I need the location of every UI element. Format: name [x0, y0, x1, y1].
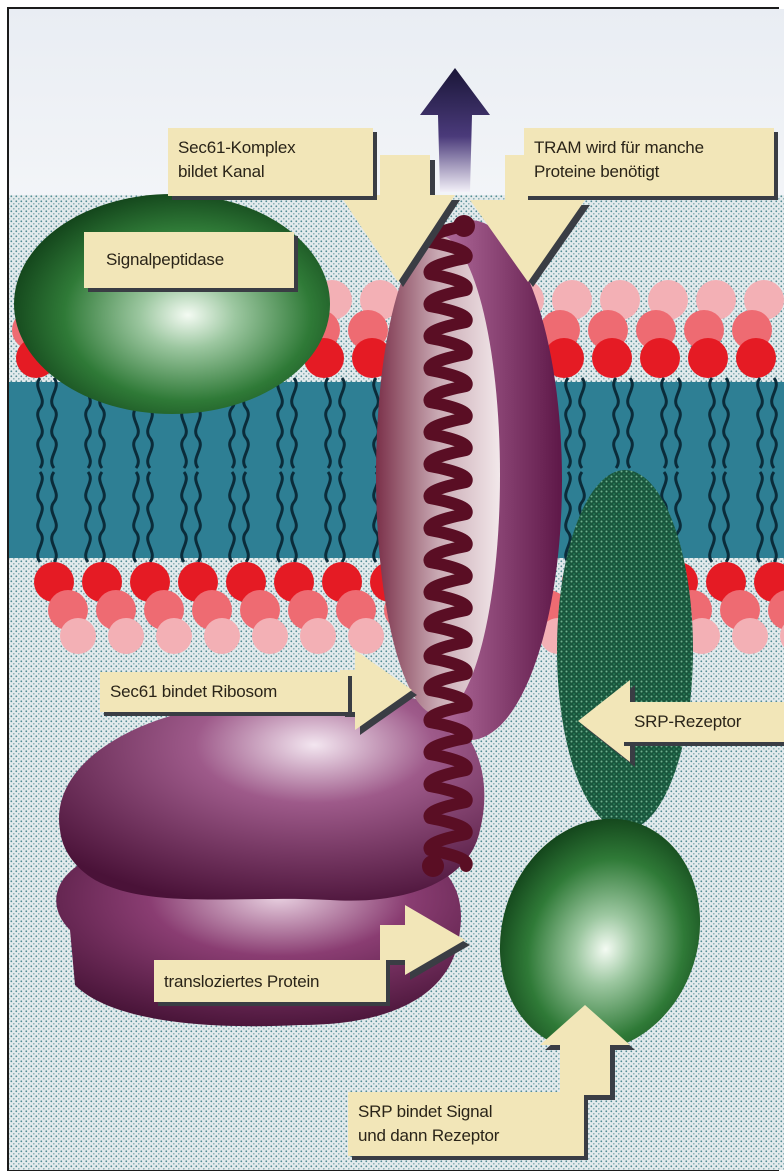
label-signalpeptidase: Signalpeptidase — [84, 232, 294, 288]
label-srp-binds-signal: SRP bindet Signal und dann Rezeptor — [348, 1092, 584, 1156]
label-translocated-protein: transloziertes Protein — [154, 960, 386, 1002]
label-tram: TRAM wird für manche Proteine benötigt — [524, 128, 774, 196]
label-srp-receptor: SRP-Rezeptor — [620, 702, 784, 742]
label-sec61-complex: Sec61-Komplex bildet Kanal — [168, 128, 373, 196]
srp-receptor — [557, 470, 693, 830]
label-sec61-binds-ribosome: Sec61 bindet Ribosom — [100, 672, 348, 712]
signal-peptidase — [14, 194, 330, 414]
